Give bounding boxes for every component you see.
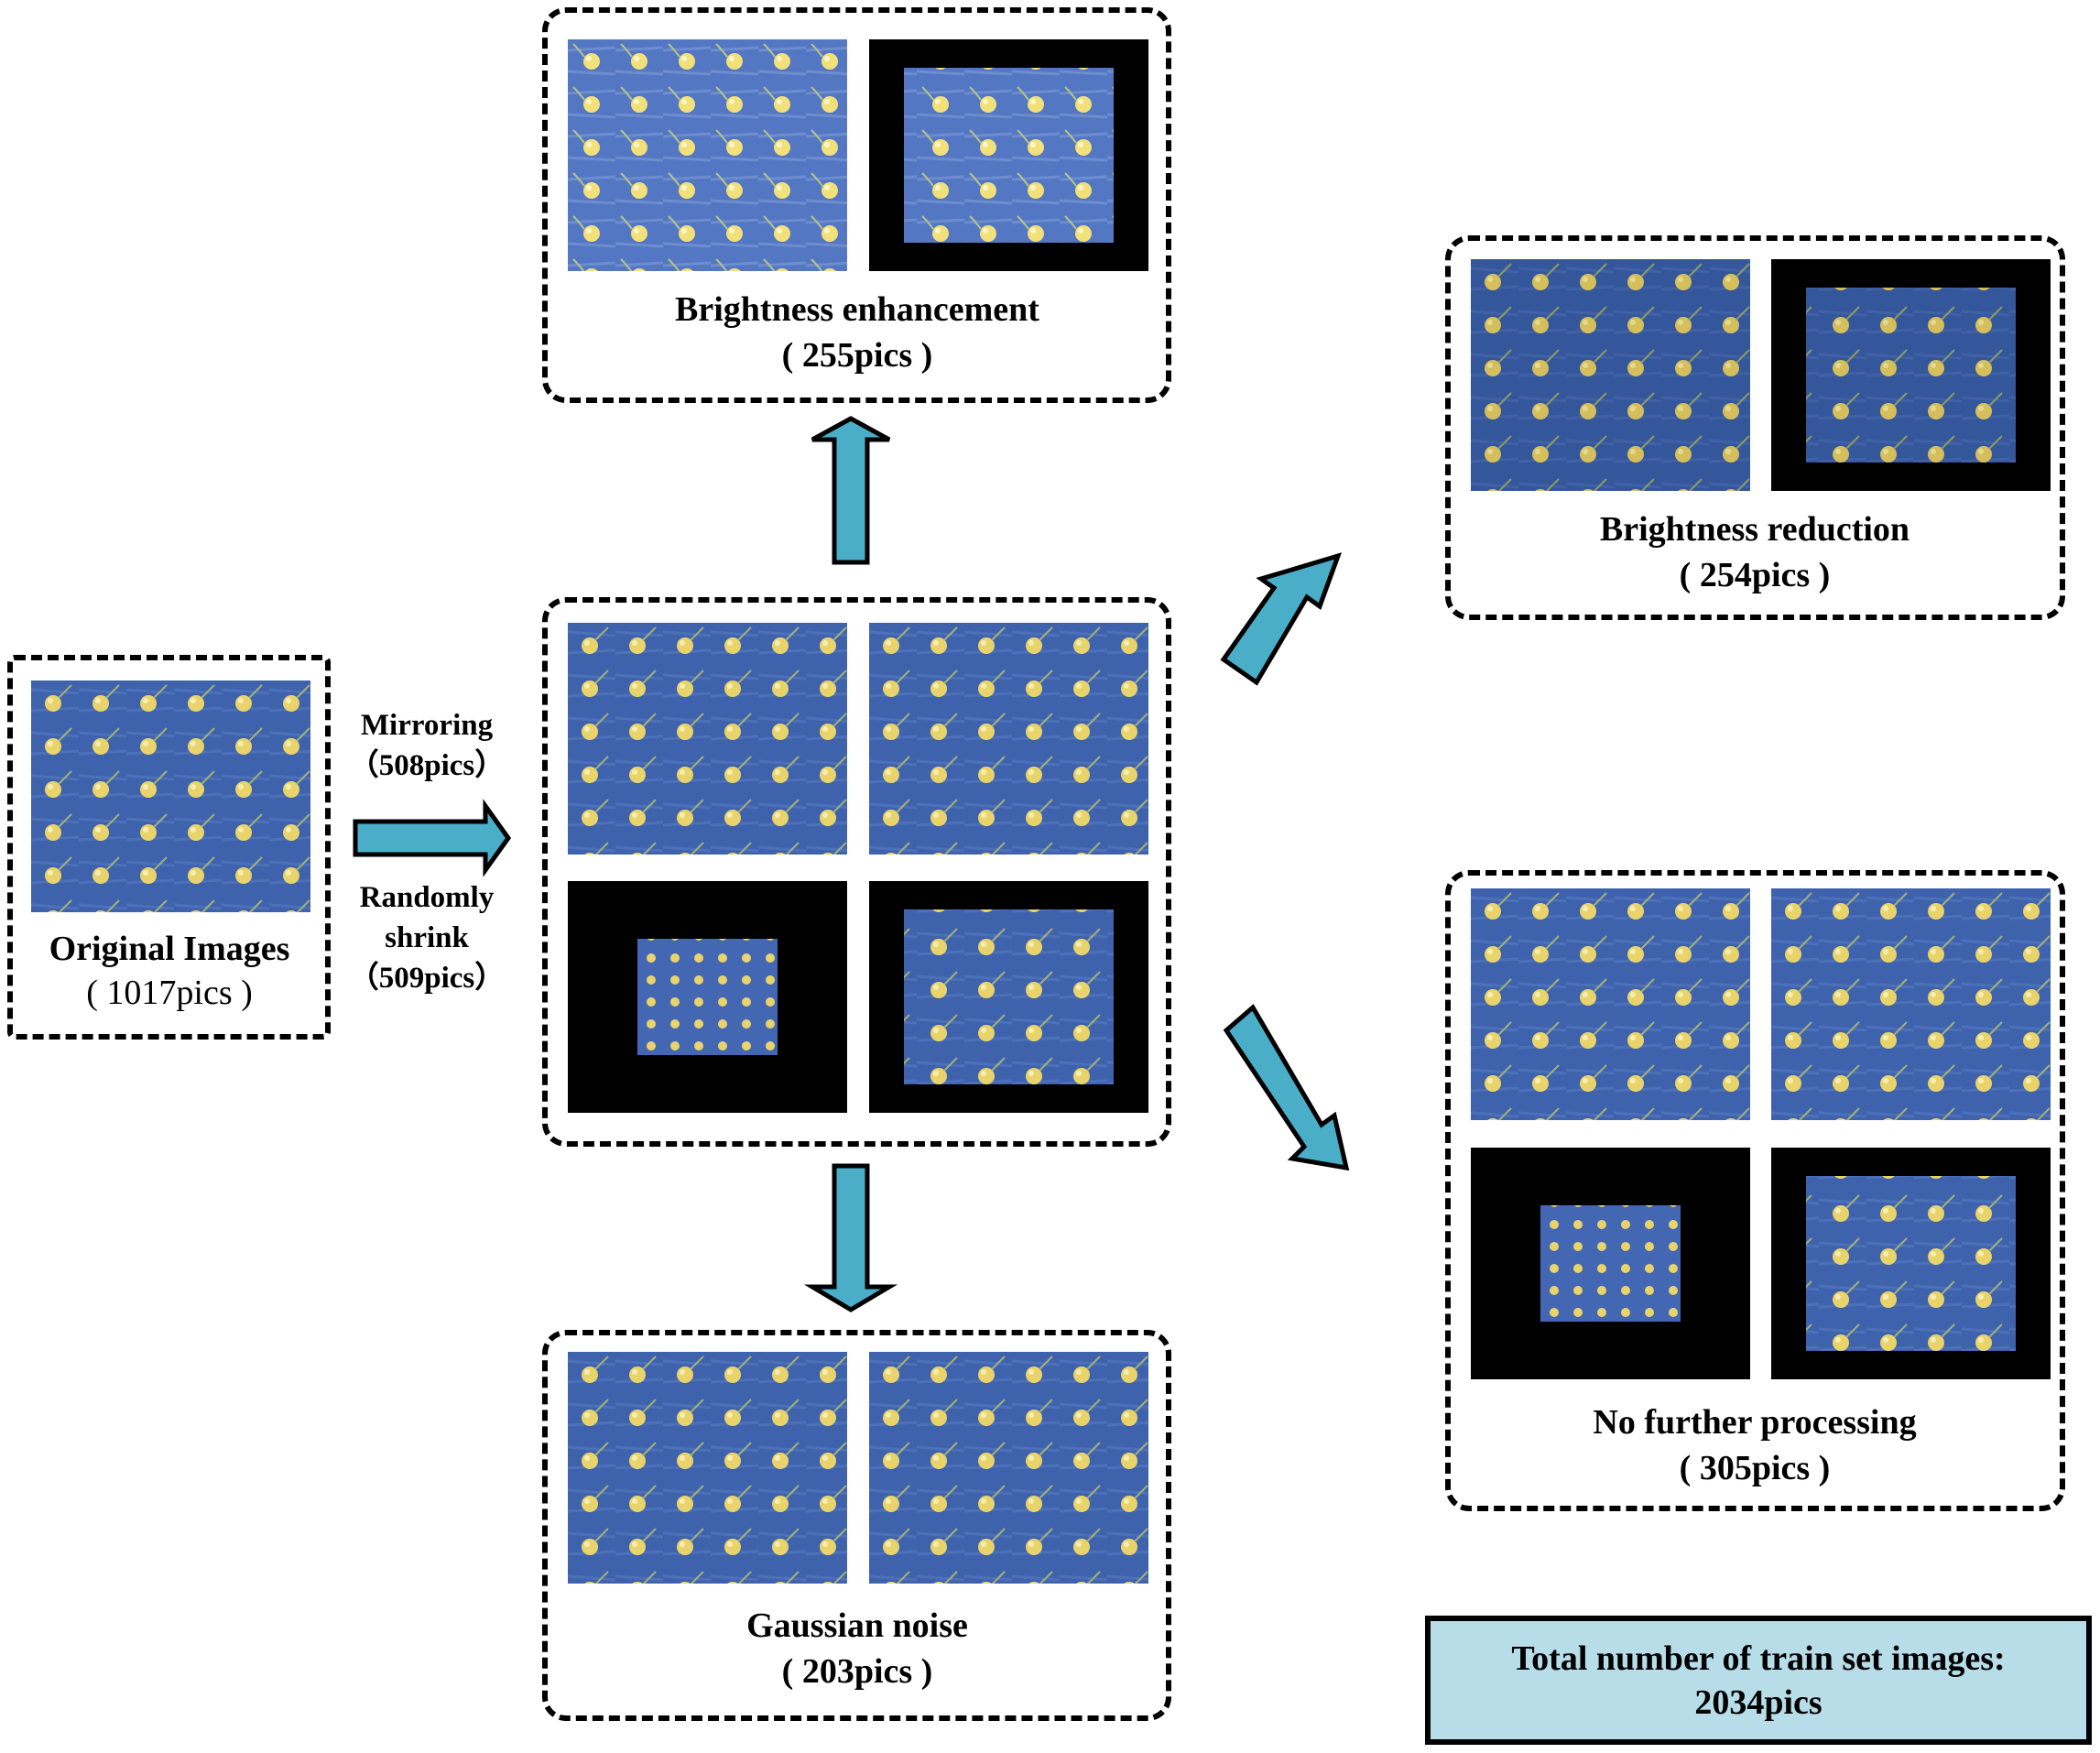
- center-results-box: [542, 597, 1171, 1147]
- unprocessed-photo-4: [1771, 1148, 2051, 1379]
- unprocessed-photo-2: [1771, 888, 2051, 1120]
- shrink-text-line2: shrink: [385, 921, 469, 954]
- total-images-label: Total number of train set images:: [1511, 1639, 2006, 1678]
- gaussian-noise-box: [542, 1330, 1171, 1721]
- gaussian-noise-count: ( 203pics ): [781, 1652, 933, 1691]
- brightness-reduction-title: Brightness reduction: [1599, 510, 1910, 549]
- no-further-processing-title: No further processing: [1593, 1403, 1917, 1442]
- mirroring-count: （508pics）: [348, 749, 506, 782]
- brightness-enhancement-caption: Brightness enhancement ( 255pics ): [549, 287, 1165, 378]
- unprocessed-photo-1: [1471, 888, 1750, 1120]
- arrow-to-gaussian: [803, 1163, 898, 1312]
- arrow-to-enhancement: [811, 416, 891, 565]
- original-images-title: Original Images: [49, 930, 290, 968]
- no-further-processing-box: [1445, 870, 2065, 1511]
- mirrored-photo-2: [869, 623, 1148, 855]
- arrow-to-no-further: [1223, 1004, 1350, 1171]
- no-further-processing-caption: No further processing ( 305pics ): [1452, 1399, 2058, 1491]
- arrow-to-reduction: [1220, 552, 1343, 686]
- original-photo: [31, 681, 310, 912]
- reduced-photo-1: [1471, 259, 1750, 491]
- brightness-enhancement-title: Brightness enhancement: [675, 290, 1039, 329]
- gaussian-noise-title: Gaussian noise: [746, 1606, 968, 1645]
- original-images-box: [7, 655, 331, 1040]
- enhanced-photo-1: [568, 39, 847, 271]
- shrunk-photo-2: [869, 881, 1148, 1113]
- shrink-count: （509pics）: [348, 962, 506, 995]
- original-images-caption: Original Images ( 1017pics ): [18, 927, 321, 1015]
- original-images-count: ( 1017pics ): [86, 974, 253, 1012]
- brightness-enhancement-box: [542, 7, 1171, 403]
- no-further-processing-count: ( 305pics ): [1679, 1449, 1831, 1487]
- reduced-photo-2: [1771, 259, 2051, 491]
- brightness-reduction-caption: Brightness reduction ( 254pics ): [1452, 506, 2058, 598]
- noise-photo-1: [568, 1352, 847, 1584]
- total-images-count: 2034pics: [1694, 1682, 1823, 1722]
- brightness-reduction-count: ( 254pics ): [1679, 556, 1831, 594]
- arrow-to-center: [353, 799, 512, 877]
- shrink-text-line1: Randomly: [359, 881, 495, 914]
- brightness-reduction-box: [1445, 235, 2065, 620]
- mirroring-label: Mirroring （508pics）: [337, 705, 517, 786]
- shrunk-photo-1: [568, 881, 847, 1113]
- brightness-enhancement-count: ( 255pics ): [781, 336, 933, 375]
- shrink-label: Randomly shrink （509pics）: [337, 877, 517, 998]
- unprocessed-photo-3: [1471, 1148, 1750, 1379]
- mirroring-text: Mirroring: [360, 709, 494, 742]
- noise-photo-2: [869, 1352, 1148, 1584]
- total-images-box: Total number of train set images: 2034pi…: [1425, 1616, 2092, 1745]
- enhanced-photo-2: [869, 39, 1148, 271]
- gaussian-noise-caption: Gaussian noise ( 203pics ): [549, 1603, 1165, 1694]
- mirrored-photo-1: [568, 623, 847, 855]
